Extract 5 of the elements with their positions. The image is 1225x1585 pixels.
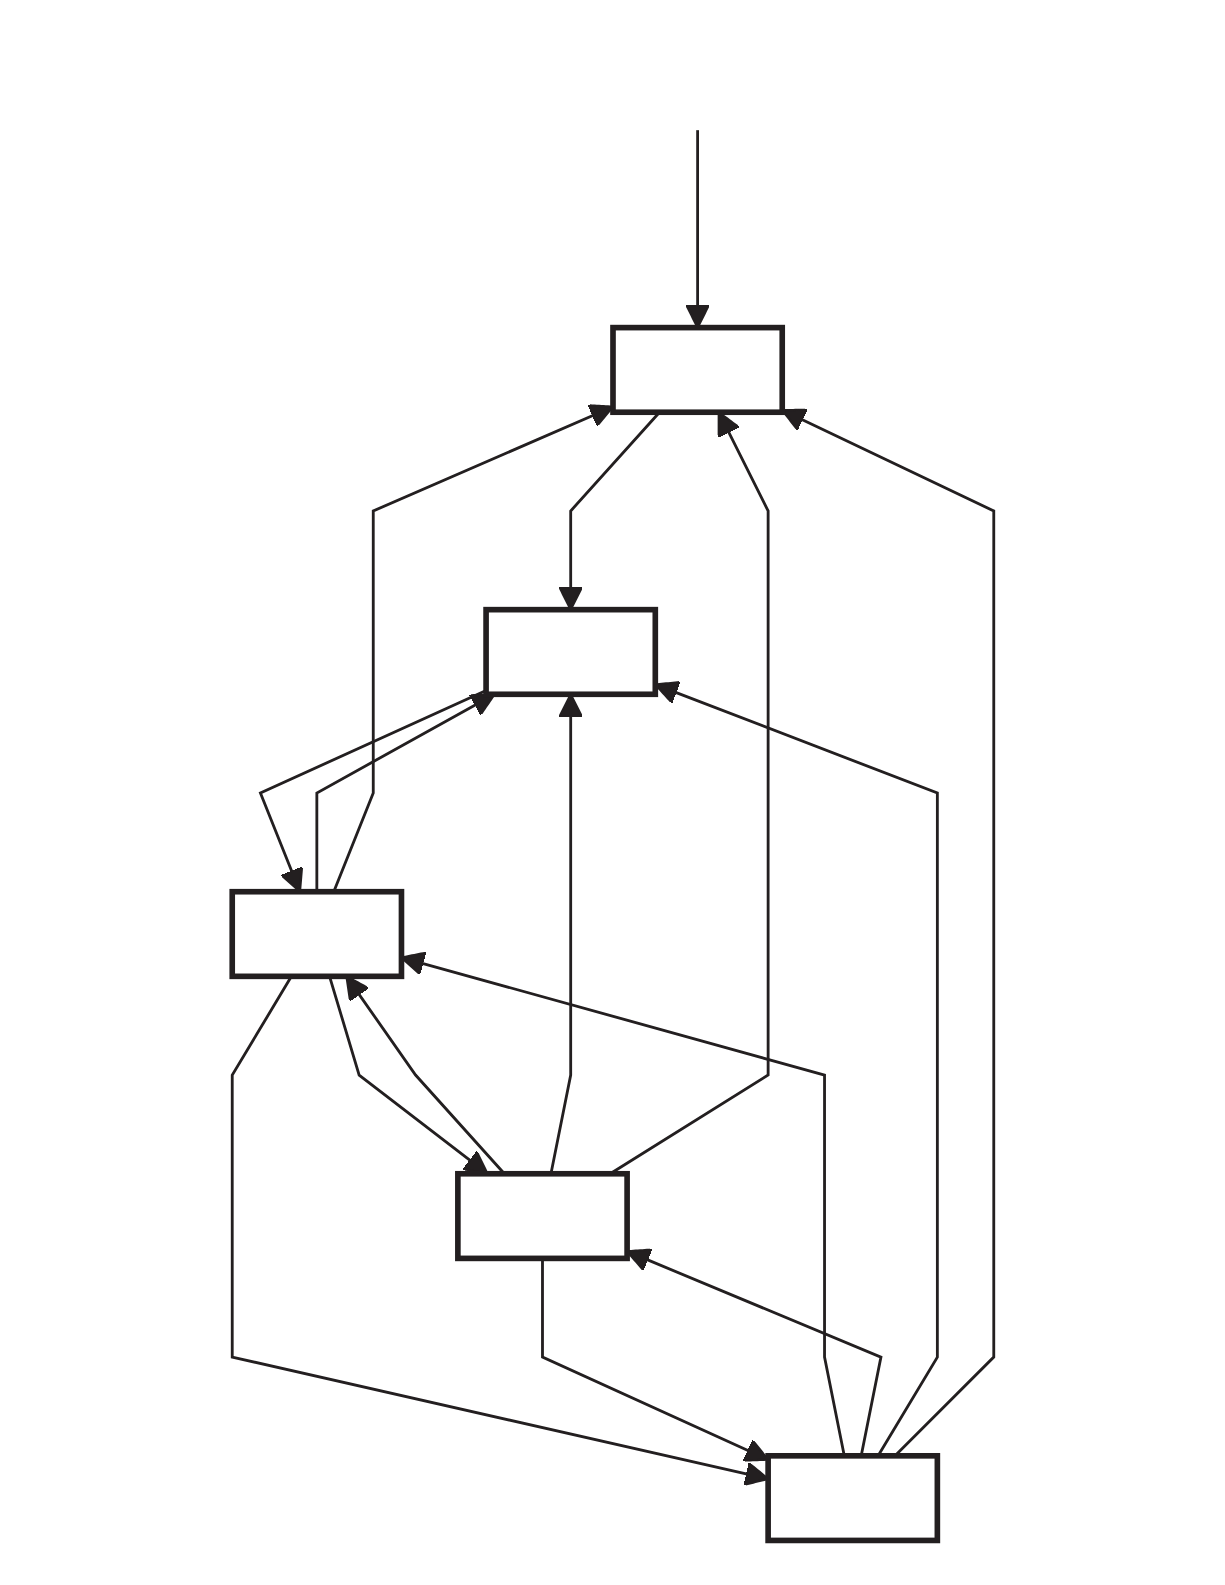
node-box — [228, 888, 404, 979]
node-box — [482, 606, 658, 697]
node-box — [454, 1170, 630, 1261]
node-box — [764, 1452, 940, 1543]
node-box — [609, 324, 785, 415]
